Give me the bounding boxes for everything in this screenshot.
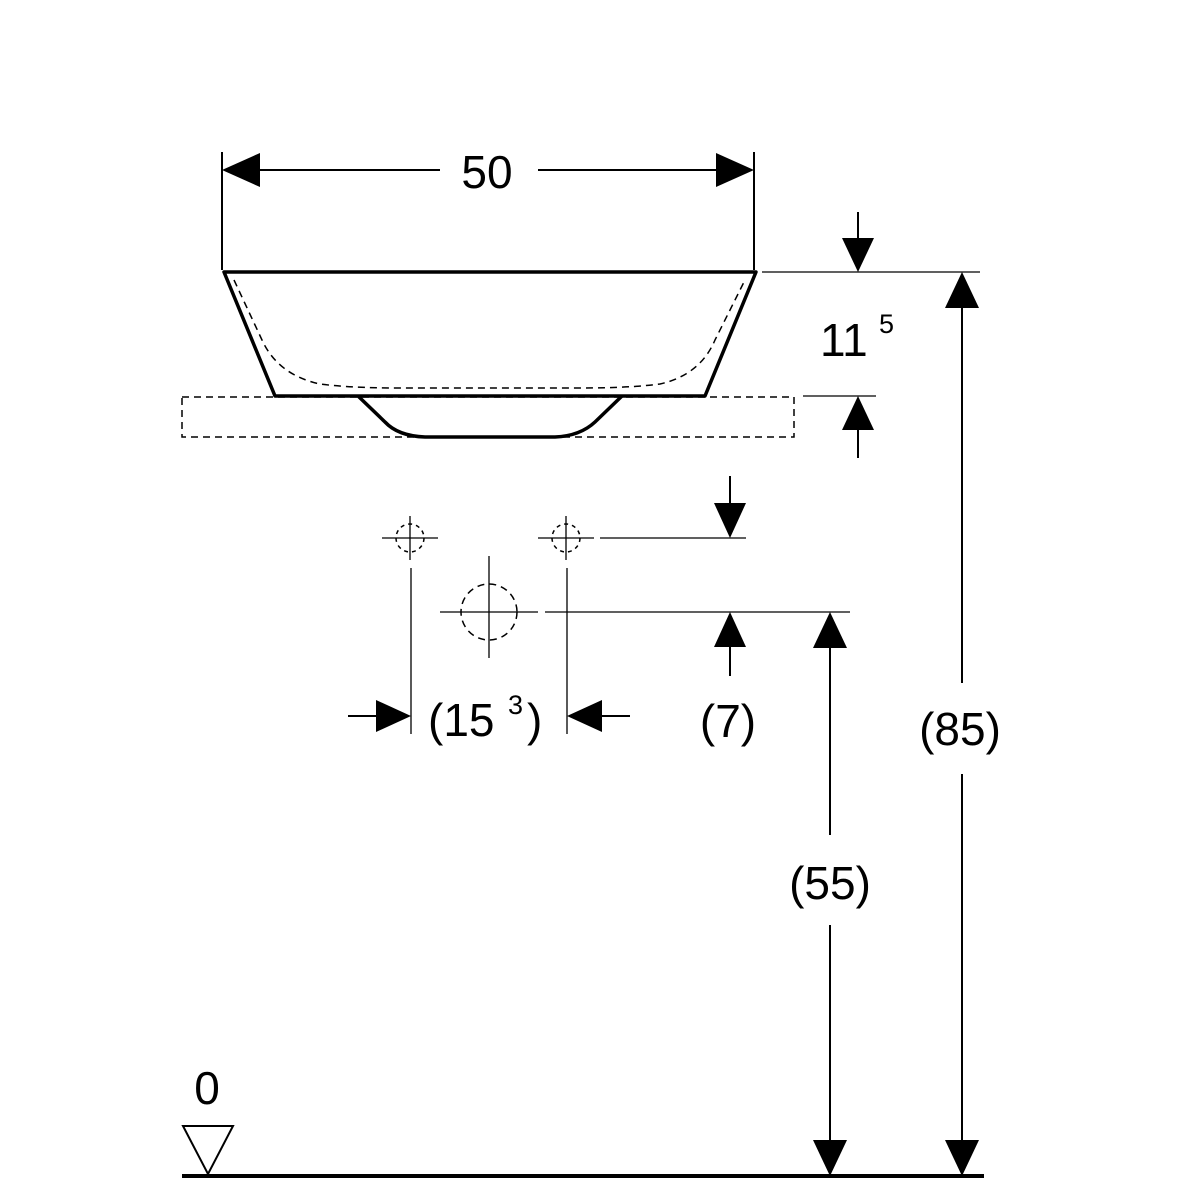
- washbasin-bowl-outline: [222, 270, 758, 398]
- drain-outlet: [460, 583, 518, 641]
- tap-offset-label: (7): [700, 695, 756, 747]
- drain-height-label: (55): [789, 857, 871, 909]
- rim-height-arrow-top: [945, 272, 979, 308]
- floor-level-marker-icon: [181, 1125, 235, 1177]
- width-arrow-right: [716, 153, 754, 187]
- tap-offset-arrow-bottom: [714, 612, 746, 647]
- drain-height-arrow-bottom: [813, 1140, 847, 1176]
- width-dimension: 50: [221, 146, 755, 270]
- width-label: 50: [461, 146, 512, 198]
- drain-height-arrow-top: [813, 612, 847, 648]
- drain-height-dimension: (55): [789, 612, 871, 1176]
- connection-points: [382, 516, 594, 658]
- bowl-height-label: 11: [820, 314, 868, 366]
- tap-offset-arrow-top: [714, 503, 746, 538]
- bowl-height-dimension: 11 5: [762, 212, 980, 458]
- rim-height-label: (85): [919, 703, 1001, 755]
- right-tap-hole: [551, 523, 581, 553]
- tap-spacing-label-superscript: 3: [508, 690, 523, 720]
- rim-height-dimension: (85): [919, 272, 1001, 1176]
- left-tap-hole: [395, 523, 425, 553]
- tap-spacing-label: (15: [428, 694, 494, 746]
- bowl-height-arrow-top: [842, 238, 874, 272]
- bowl-height-arrow-bottom: [842, 396, 874, 430]
- floor-reference: 0: [181, 1062, 984, 1178]
- rim-height-arrow-bottom: [945, 1140, 979, 1176]
- width-arrow-left: [222, 153, 260, 187]
- countertop-outline: [181, 396, 795, 438]
- floor-level-label: 0: [194, 1062, 220, 1114]
- tap-spacing-label-close: ): [527, 694, 542, 746]
- tap-offset-dimension: (7): [545, 476, 850, 747]
- tap-spacing-arrow-left: [376, 700, 411, 732]
- tap-spacing-arrow-right: [567, 700, 602, 732]
- washbasin-underside: [356, 394, 624, 439]
- bowl-height-label-superscript: 5: [879, 309, 894, 339]
- washbasin-inner-contour: [233, 279, 746, 389]
- tap-spacing-dimension: (15 3 ): [348, 568, 630, 746]
- washbasin: [222, 270, 758, 439]
